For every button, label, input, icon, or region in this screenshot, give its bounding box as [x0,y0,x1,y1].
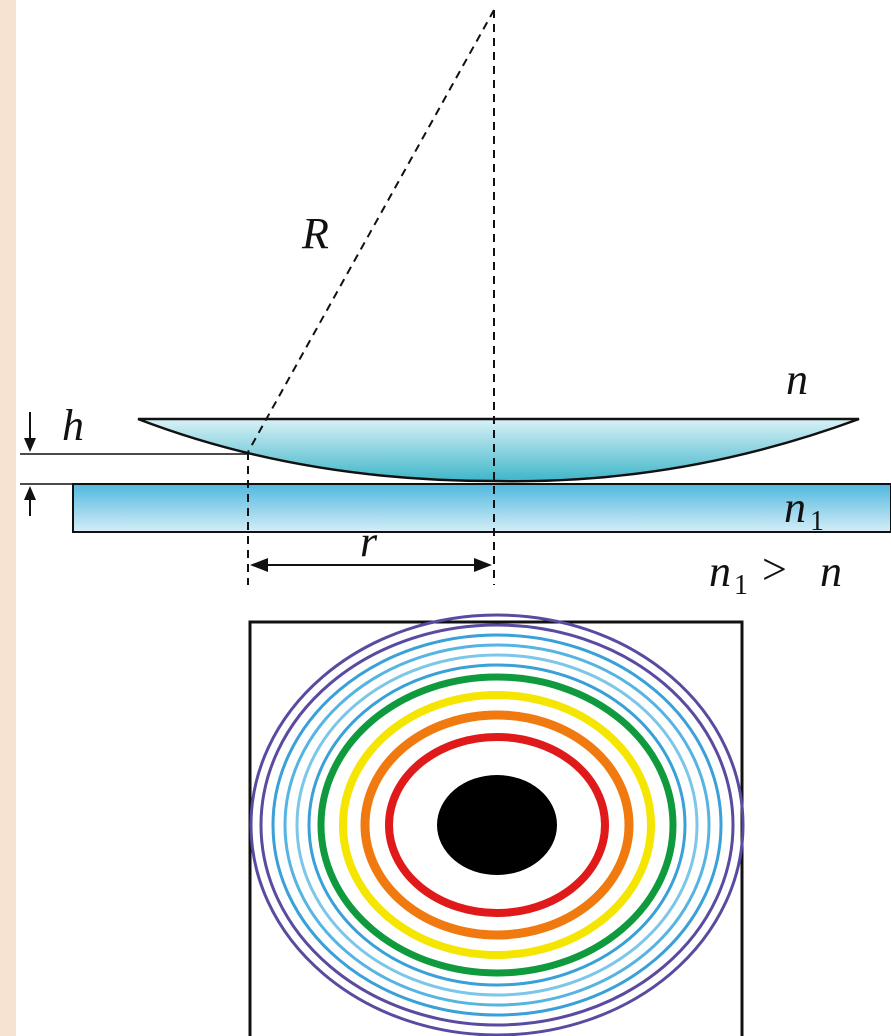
h-arrow-down [24,412,36,452]
condition-greater-than: > [762,545,787,594]
label-n1: n 1 [784,483,824,537]
label-n1-base: n [784,483,806,532]
r-double-arrow [250,558,492,572]
condition-n1-base: n [709,547,731,596]
rings-group [249,613,745,1036]
newton-rings-pattern [248,613,745,1036]
interference-ring [249,613,745,1036]
label-R: R [301,209,329,258]
interference-ring [339,691,655,959]
label-h: h [62,401,84,450]
condition-n: n [820,547,842,596]
interference-ring [385,733,609,917]
interference-ring [307,663,687,987]
h-arrow-up [24,486,36,516]
radius-line [247,9,495,453]
interference-ring [317,673,677,977]
interference-ring [295,653,699,997]
label-r: r [360,517,378,566]
central-dark-spot [437,775,557,875]
glass-plate [72,483,891,533]
condition-n1-sub: 1 [734,570,748,601]
label-n: n [786,355,808,404]
label-n1-sub: 1 [810,506,824,537]
interference-ring [360,710,634,940]
refractive-index-condition: n 1 > n [709,545,842,601]
interference-ring [271,633,723,1017]
interference-ring [259,623,735,1027]
left-border-strip [0,0,16,1036]
interference-ring [283,643,711,1007]
plano-convex-lens [137,417,860,483]
